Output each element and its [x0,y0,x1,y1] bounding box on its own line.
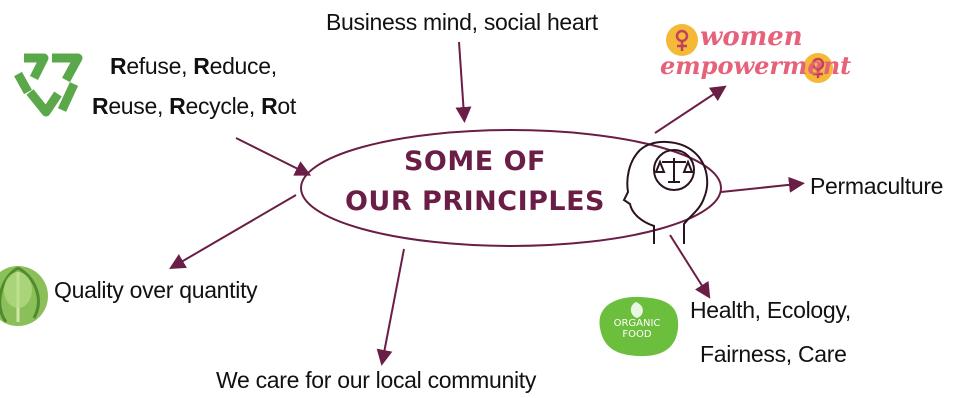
principle-rrr-line1: Refuse, Reduce, [110,52,277,81]
connector-community [376,248,405,366]
connector-quality [169,194,297,270]
principle-health-line2: Fairness, Care [700,341,847,367]
connector-health [669,234,711,299]
rrr-rest: euse, [108,93,170,119]
organic-badge-shape [599,296,679,357]
rrr-rest: ecycle, [185,93,262,119]
principle-community: We care for our local community [216,367,537,393]
rrr-rest: educe, [209,53,278,79]
center-title: SOME OF OUR PRINCIPLES [330,142,620,222]
cabbage-icon [0,266,48,326]
rrr-rest: ot [277,93,296,119]
organic-badge-line2: FOOD [622,329,652,340]
center-ellipse [300,129,722,247]
women-logo-line1: women [700,22,803,52]
connector-business [455,41,472,123]
center-title-line1: SOME OF [403,146,546,177]
rrr-initial: R [261,93,278,119]
principle-rrr-line2: Reuse, Recycle, Rot [92,92,296,121]
rrr-initial: R [92,93,109,119]
principle-permaculture: Permaculture [810,173,944,199]
rrr-initial: R [193,53,210,79]
principle-quality: Quality over quantity [54,277,258,303]
organic-badge-line1: ORGANIC [613,318,661,329]
rrr-initial: R [110,53,127,79]
women-logo-line2: empowerment [660,51,852,80]
connector-permaculture [720,176,805,193]
rrr-rest: efuse, [126,53,194,79]
principle-health-line1: Health, Ecology, [690,297,851,323]
center-title-line2: OUR PRINCIPLES [344,186,606,217]
recycle-icon [14,53,83,117]
connector-rrr [235,137,312,176]
connector-women [654,85,727,134]
rrr-initial: R [169,93,186,119]
head-scales-icon [622,141,709,244]
organic-badge-text: ORGANIC FOOD [597,318,677,340]
principle-business: Business mind, social heart [326,9,598,35]
